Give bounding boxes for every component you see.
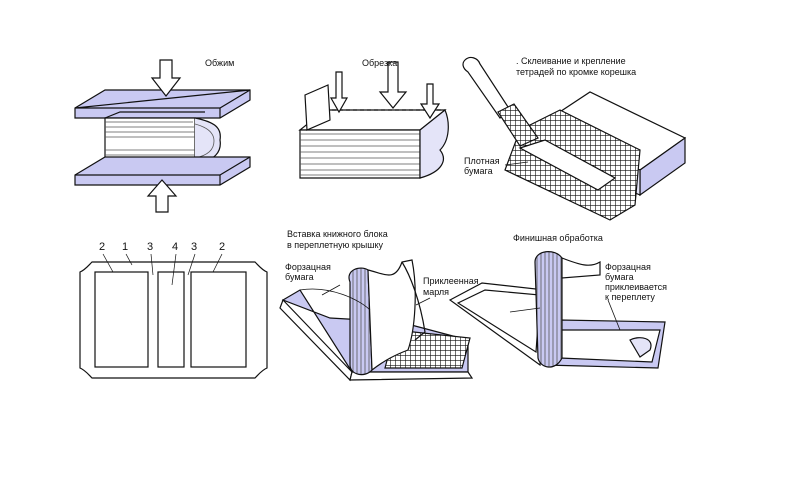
glue-illustration	[462, 56, 687, 221]
cover-number: 2	[219, 241, 226, 253]
finished-spine	[534, 251, 563, 368]
glue-label-line1: . Склеивание и крепление	[516, 56, 626, 66]
trim-label: Обрезка	[362, 58, 398, 68]
cover-spine-board	[157, 271, 185, 368]
cover-number: 3	[191, 241, 198, 253]
cover-board-left	[94, 271, 149, 368]
cover-number: 3	[147, 241, 154, 253]
press-illustration	[74, 59, 251, 213]
insert-label-line1: Вставка книжного блока	[287, 229, 388, 239]
compressed-book-block	[104, 111, 221, 166]
endpaper-glued-label-line4: к переплету	[605, 292, 655, 302]
cover-layout-illustration	[79, 253, 268, 379]
cover-number: 4	[172, 241, 179, 253]
endpaper-glued-label-line1: Форзацная	[605, 262, 651, 272]
lower-press-plate	[74, 156, 251, 186]
cover-number: 1	[122, 241, 129, 253]
glued-gauze-label-line1: Приклеенная	[423, 276, 479, 286]
trim-illustration	[298, 61, 449, 179]
trim-blade	[304, 84, 331, 131]
endpaper-glued-label-line2: бумага	[605, 272, 634, 282]
press-down-arrow-icon	[150, 59, 182, 97]
upper-press-plate	[74, 89, 251, 119]
dense-paper-label-line2: бумага	[464, 166, 493, 176]
endpaper-label-line2: бумага	[285, 272, 314, 282]
press-label: Обжим	[205, 58, 235, 68]
trim-arrow-right-icon	[419, 83, 441, 120]
glue-label-line2: тетрадей по кромке корешка	[516, 67, 637, 77]
endpaper-glued-label-line3: приклеивается	[605, 282, 668, 292]
cover-board-right	[190, 271, 247, 368]
press-up-arrow-icon	[146, 179, 178, 213]
glued-gauze-label-line2: марля	[423, 287, 450, 297]
finish-label: Финишная обработка	[513, 233, 603, 243]
insert-label-line2: в переплетную крышку	[287, 240, 384, 250]
dense-paper-label-line1: Плотная	[464, 156, 500, 166]
insert-block-illustration	[279, 259, 474, 382]
finish-illustration	[448, 251, 666, 369]
cover-number: 2	[99, 241, 106, 253]
trim-arrow-center-icon	[378, 61, 408, 109]
endpaper-label-line1: Форзацная	[285, 262, 331, 272]
trim-arrow-left-icon	[329, 71, 349, 114]
